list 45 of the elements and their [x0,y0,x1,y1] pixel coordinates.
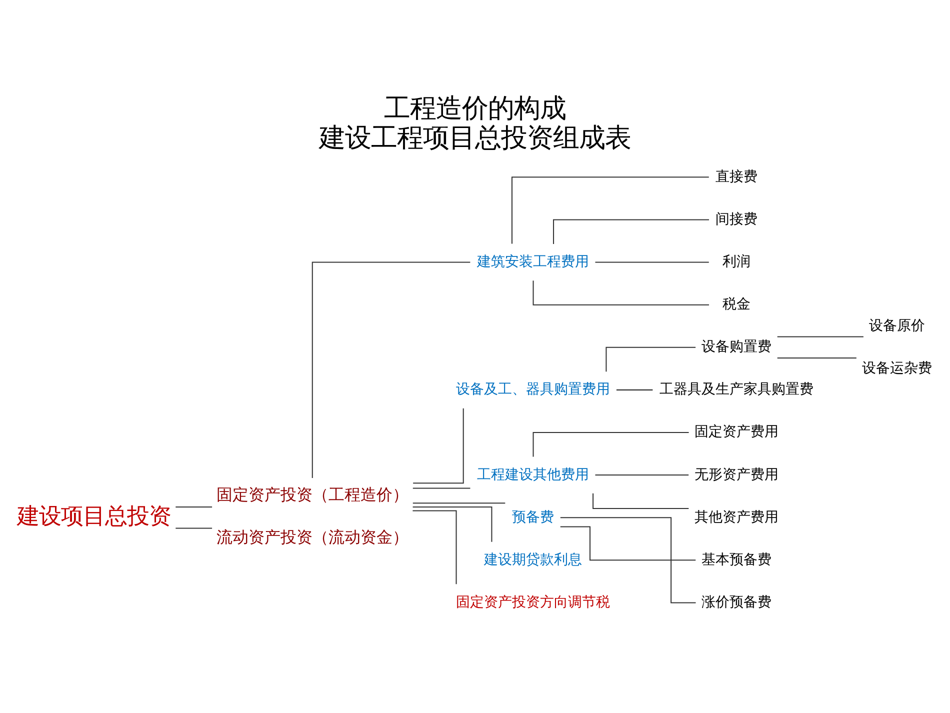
connector [312,262,470,478]
node-text: 税金 [722,296,750,313]
node-text: 建设期贷款利息 [484,552,582,568]
connector [560,526,696,561]
connector [777,336,864,338]
connector [413,408,464,484]
node-text: 无形资产费用 [694,466,778,483]
node-text: 基本预备费 [701,552,772,568]
connector [412,510,457,584]
node-text: 建筑安装工程费用 [476,254,589,270]
connector [532,280,709,306]
node-text: 设备运杂费 [862,360,932,376]
connector [412,488,470,489]
node-text: 固定资产投资方向调节税 [456,594,610,610]
connector [560,517,696,604]
node-text: 利润 [722,254,750,270]
connector [553,219,710,244]
connector [532,432,689,457]
node-text: 固定资产投资（工程造价） [216,486,408,504]
node-text: 工器具及生产家具购置费 [659,382,814,398]
connector [606,346,696,372]
node-text: 间接费 [715,211,758,228]
connector [616,389,653,390]
node-text: 建设项目总投资 [17,503,172,528]
node-text: 直接费 [715,168,758,185]
node-text: 固定资产费用 [694,424,778,440]
connector [176,506,212,508]
connector [595,474,689,476]
connector [595,262,709,263]
diagram-title: 工程造价的构成 [384,94,566,124]
node-text: 预备费 [512,509,554,526]
connector [777,358,856,359]
connector [176,528,212,529]
node-text: 涨价预备费 [701,594,772,610]
connector [592,493,689,509]
node-text: 工程建设其他费用 [476,466,589,483]
node-text: 设备及工、器具购置费用 [456,382,610,398]
node-text: 设备购置费 [701,339,772,356]
node-text: 流动资产投资（流动资金） [216,528,408,547]
node-text: 其他资产费用 [694,509,778,526]
caption: 建设工程项目总投资组成表 [319,124,631,154]
node-text: 设备原价 [869,318,925,334]
connector [511,176,709,244]
connector [412,502,506,504]
connector [412,506,492,542]
